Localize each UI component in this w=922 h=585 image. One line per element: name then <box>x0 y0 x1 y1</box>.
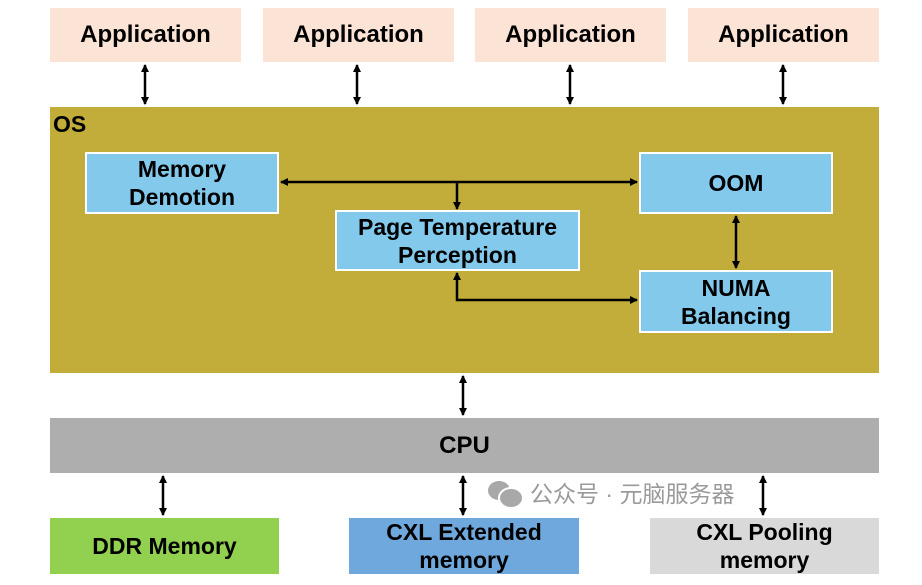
page-temperature-box: Page Temperature Perception <box>335 210 580 271</box>
cxl-extended-memory-box: CXL Extended memory <box>349 518 579 574</box>
watermark-text: 公众号 · 元脑服务器 <box>530 481 735 507</box>
cpu-layer: CPU <box>50 418 879 473</box>
wechat-icon <box>488 481 524 509</box>
numa-balancing-box: NUMA Balancing <box>639 270 833 333</box>
application-box-4: Application <box>688 8 879 62</box>
application-box-1: Application <box>50 8 241 62</box>
arrow-page-temperature-numa <box>453 272 638 304</box>
watermark: 公众号 · 元脑服务器 <box>488 480 735 509</box>
application-box-2: Application <box>263 8 454 62</box>
ddr-memory-box: DDR Memory <box>50 518 279 574</box>
memory-demotion-box: Memory Demotion <box>85 152 279 214</box>
oom-box: OOM <box>639 152 833 214</box>
cxl-pooling-memory-box: CXL Pooling memory <box>650 518 879 574</box>
application-box-3: Application <box>475 8 666 62</box>
os-label: OS <box>53 111 87 137</box>
